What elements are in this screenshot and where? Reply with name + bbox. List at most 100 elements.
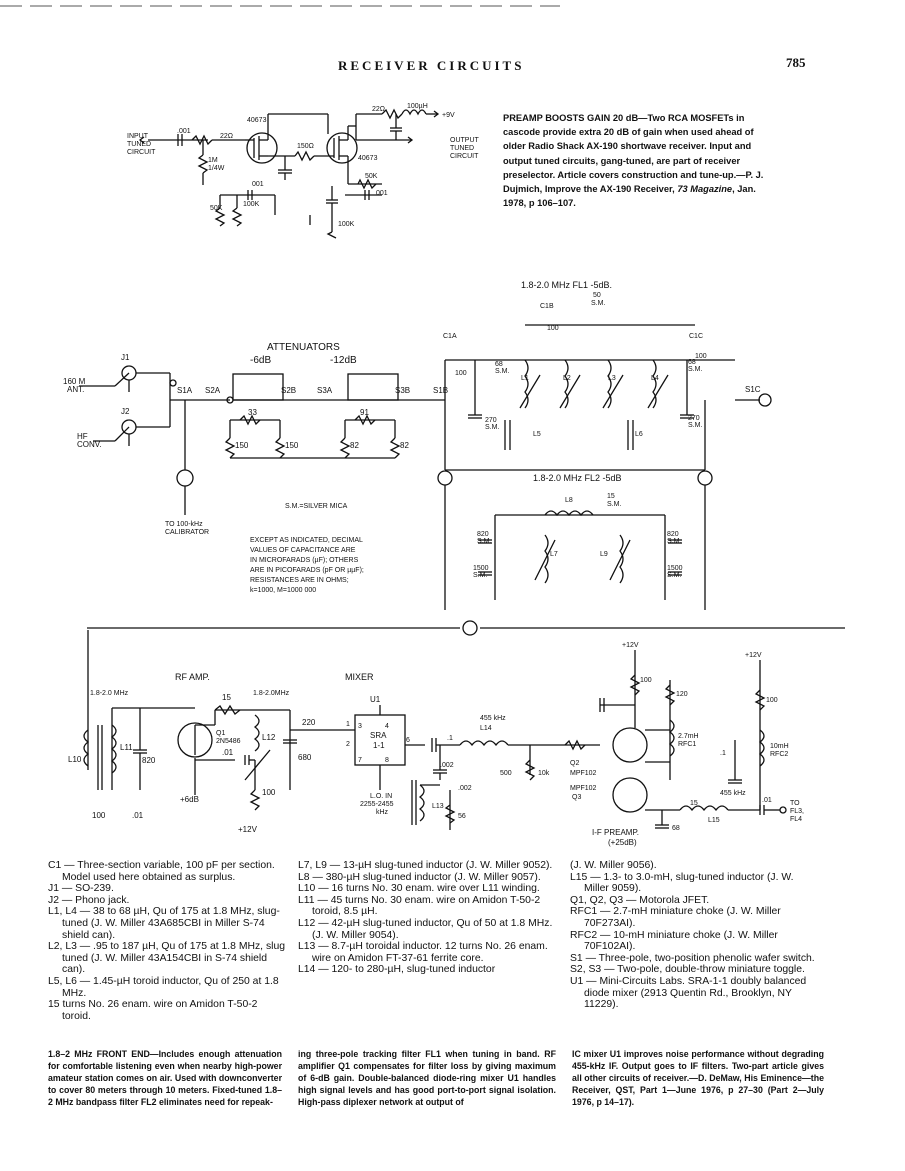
schematic-label: 15 — [222, 693, 231, 702]
schematic-label: L7 — [550, 551, 558, 558]
schematic-label: RF AMP. — [175, 672, 210, 682]
schematic-label: TUNED — [450, 145, 474, 152]
schematic-label: CALIBRATOR — [165, 529, 209, 536]
schematic-label: 56 — [458, 813, 466, 820]
frontend-caption-col2: ing three-pole tracking filter FL1 when … — [298, 1049, 556, 1107]
schematic-label: S.M. — [667, 572, 681, 579]
schematic-label: 4 — [385, 723, 389, 730]
schematic-label: L14 — [480, 725, 492, 732]
schematic-label: 15 — [607, 493, 615, 500]
schematic-label: 1.8-2.0MHz — [253, 690, 290, 697]
schematic-label: RFC2 — [770, 751, 788, 758]
schematic-label: +12V — [622, 642, 639, 649]
schematic-label: CONV. — [77, 440, 102, 449]
schematic-label: L6 — [635, 431, 643, 438]
schematic-label: HF — [77, 432, 88, 441]
schematic-label: -6dB — [250, 355, 271, 366]
schematic-label: 68 — [495, 361, 503, 368]
schematic-label: C1C — [689, 333, 703, 340]
schematic-label: 68 — [688, 359, 696, 366]
schematic-label: 160 M — [63, 377, 86, 386]
schematic-label: 91 — [360, 408, 369, 417]
schematic-label: 820 — [142, 756, 156, 765]
schematic-label: kHz — [376, 809, 389, 816]
schematic-label: +6dB — [180, 795, 199, 804]
schematic-label: 100 — [640, 677, 652, 684]
schematic-label: 1500 — [473, 565, 489, 572]
schematic-label: 100K — [338, 221, 355, 228]
schematic-label: 50K — [210, 205, 223, 212]
schematic-label: S3B — [395, 386, 410, 395]
schematic-label: 1-1 — [373, 741, 385, 750]
schematic-label: CIRCUIT — [127, 149, 156, 156]
schematic-label: 001 — [252, 181, 264, 188]
schematic-label: C1A — [443, 333, 457, 340]
schematic-label: 68 — [672, 825, 680, 832]
parts-list-col1: C1 — Three-section variable, 100 pF per … — [48, 860, 286, 1022]
schematic-label: 150 — [235, 441, 249, 450]
frontend-schematic: 1.8-2.0 MHz FL1 -5dB. 1.8-2.0 MHz FL2 -5… — [63, 280, 845, 636]
schematic-label: L1 — [521, 375, 529, 382]
schematic-label: RFC1 — [678, 741, 696, 748]
schematic-label: 50K — [365, 173, 378, 180]
schematic-label: S.M. — [688, 366, 702, 373]
schematic-label: ATTENUATORS — [267, 342, 340, 353]
schematic-label: 1.8-2.0 MHz FL2 -5dB — [533, 473, 622, 483]
schematic-label: 1.8-2.0 MHz FL1 -5dB. — [521, 280, 612, 290]
schematic-label: 22Ω — [372, 106, 385, 113]
schematic-label: 40673 — [358, 155, 378, 162]
schematic-label: S.M. — [477, 538, 491, 545]
schematic-label: S1B — [433, 386, 448, 395]
schematic-label: Q3 — [572, 794, 581, 801]
schematic-label: EXCEPT AS INDICATED, DECIMAL — [250, 537, 363, 544]
schematic-label: L10 — [68, 755, 82, 764]
schematic-label: 455 kHz — [480, 715, 506, 722]
schematic-label: +12V — [745, 652, 762, 659]
schematic-label: L.O. IN — [370, 793, 392, 800]
schematic-label: 500 — [500, 770, 512, 777]
schematic-label: SRA — [370, 731, 387, 740]
schematic-label: 680 — [298, 753, 312, 762]
schematic-label: S.M. — [607, 501, 621, 508]
schematic-label: .01 — [222, 748, 234, 757]
schematic-label: IN MICROFARADS (µF); OTHERS — [250, 557, 359, 564]
schematic-label: J2 — [121, 407, 130, 416]
schematic-label: 50 — [593, 292, 601, 299]
schematic-label: L5 — [533, 431, 541, 438]
schematic-label: S.M. — [591, 300, 605, 307]
preamp-schematic: INPUT TUNED CIRCUIT OUTPUT TUNED CIRCUIT… — [127, 103, 480, 239]
schematic-label: VALUES OF CAPACITANCE ARE — [250, 547, 356, 554]
schematic-label: 7 — [358, 757, 362, 764]
schematic-label: Q2 — [570, 760, 579, 767]
schematic-label: L15 — [708, 817, 720, 824]
schematic-label: ANT. — [67, 385, 84, 394]
schematic-label: L4 — [651, 375, 659, 382]
schematic-label: 820 — [667, 531, 679, 538]
schematic-label: .01 — [762, 797, 772, 804]
schematic-label: 82 — [350, 441, 359, 450]
schematic-label: 1 — [346, 721, 350, 728]
page-number: 785 — [786, 55, 806, 70]
schematic-label: .1 — [720, 750, 726, 757]
schematic-label: 15 — [690, 800, 698, 807]
page-header-title: RECEIVER CIRCUITS — [338, 58, 525, 73]
schematic-label: MPF102 — [570, 770, 597, 777]
schematic-label: MPF102 — [570, 785, 597, 792]
schematic-label: Q1 — [216, 730, 225, 737]
rf-mixer-if-schematic: RF AMP. MIXER 1.8-2.0 MHz 1.8-2.0MHz Q1 … — [68, 630, 804, 847]
schematic-label: -12dB — [330, 355, 357, 366]
schematic-label: 100 — [766, 697, 778, 704]
schematic-label: OUTPUT — [450, 137, 480, 144]
schematic-label: 10k — [538, 770, 550, 777]
schematic-label: S1C — [745, 385, 761, 394]
schematic-label: INPUT — [127, 133, 149, 140]
schematic-label: 001 — [376, 190, 388, 197]
frontend-caption-col1: 1.8–2 MHz FRONT END—Includes enough atte… — [48, 1049, 282, 1107]
schematic-label: TO 100-kHz — [165, 521, 203, 528]
schematic-label: 2 — [346, 741, 350, 748]
schematic-label: 1M — [208, 157, 218, 164]
schematic-label: +9V — [442, 112, 455, 119]
schematic-label: 10mH — [770, 743, 789, 750]
schematic-label: 2255-2455 — [360, 801, 394, 808]
schematic-label: (+25dB) — [608, 838, 637, 847]
